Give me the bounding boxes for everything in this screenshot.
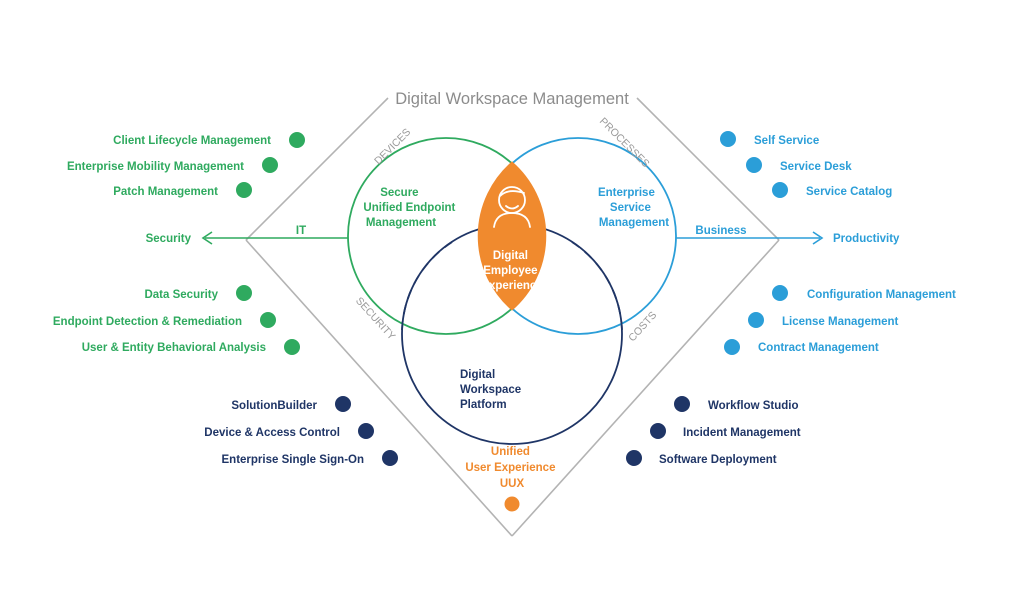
list-item: Data Security <box>144 289 218 301</box>
list-bullet <box>674 396 690 412</box>
uux-label-line: Unified <box>491 446 530 458</box>
productivity-label: Productivity <box>833 233 900 245</box>
list-bullet <box>236 182 252 198</box>
list-item: Service Catalog <box>806 186 892 198</box>
list-bullet <box>724 339 740 355</box>
it-axis-arrowhead <box>201 231 213 245</box>
list-bullet <box>236 285 252 301</box>
list-bullet <box>260 312 276 328</box>
list-bullet <box>720 131 736 147</box>
service-management-label: Enterprise Service Management <box>598 187 669 229</box>
diamond-edge-bottom-left <box>245 239 513 537</box>
center-label-line: Employee <box>483 265 537 277</box>
list-bottom-left: SolutionBuilder Device & Access Control … <box>204 396 398 466</box>
endpoint-label-line: Secure <box>380 187 418 199</box>
list-bullet <box>284 339 300 355</box>
service-label-line: Service <box>610 202 651 214</box>
list-bullet <box>772 285 788 301</box>
user-hair <box>499 190 525 197</box>
list-item: Contract Management <box>758 342 879 354</box>
list-top-left: Client Lifecycle Management Enterprise M… <box>67 132 305 198</box>
service-label-line: Management <box>599 217 669 229</box>
user-smile <box>505 205 519 210</box>
uux-label: Unified User Experience UUX <box>465 446 558 490</box>
list-item: Incident Management <box>683 427 801 439</box>
it-axis: IT Security <box>146 225 348 245</box>
uux-label-line: User Experience <box>465 462 555 474</box>
list-mid-right: Configuration Management License Managem… <box>724 285 956 355</box>
list-bullet <box>289 132 305 148</box>
list-item: Service Desk <box>780 161 852 173</box>
diagram-title: Digital Workspace Management <box>395 90 629 108</box>
list-item: User & Entity Behavioral Analysis <box>82 342 266 354</box>
list-item: Client Lifecycle Management <box>113 135 271 147</box>
platform-label-line: Digital <box>460 369 495 381</box>
list-item: Workflow Studio <box>708 400 799 412</box>
list-item: License Management <box>782 316 898 328</box>
list-bullet <box>382 450 398 466</box>
uux-label-line: UUX <box>500 478 525 490</box>
list-bullet <box>650 423 666 439</box>
list-item: Self Service <box>754 135 819 147</box>
list-bullet <box>262 157 278 173</box>
diamond-edge-top-right <box>636 97 780 241</box>
center-label: Digital Employee Experience <box>481 250 542 292</box>
list-bullet <box>358 423 374 439</box>
dashed-overlap-arcs <box>401 241 623 331</box>
list-item: Software Deployment <box>659 454 777 466</box>
list-item: Enterprise Single Sign-On <box>222 454 365 466</box>
security-label: Security <box>146 233 192 245</box>
endpoint-management-label: Secure Unified Endpoint Management <box>363 187 458 229</box>
list-bullet <box>772 182 788 198</box>
endpoint-label-line: Management <box>366 217 436 229</box>
list-top-right: Self Service Service Desk Service Catalo… <box>720 131 892 198</box>
business-label: Business <box>695 225 746 237</box>
list-item: Enterprise Mobility Management <box>67 161 244 173</box>
center-label-line: Experience <box>481 280 542 292</box>
diamond-frame <box>245 97 780 537</box>
list-bottom-right: Workflow Studio Incident Management Soft… <box>626 396 801 466</box>
platform-label-line: Workspace <box>460 384 521 396</box>
list-item: SolutionBuilder <box>231 400 317 412</box>
list-item: Patch Management <box>113 186 218 198</box>
platform-label-line: Platform <box>460 399 507 411</box>
employee-experience-lens <box>477 161 547 311</box>
uux-dot <box>504 496 520 512</box>
list-item: Configuration Management <box>807 289 956 301</box>
list-bullet <box>746 157 762 173</box>
diamond-edge-bottom-right <box>511 239 780 537</box>
platform-label: Digital Workspace Platform <box>460 369 524 411</box>
business-axis-arrowhead <box>812 231 824 245</box>
it-label: IT <box>296 225 306 237</box>
user-icon <box>493 186 531 228</box>
business-axis: Business Productivity <box>676 225 900 245</box>
costs-label: COSTS <box>626 309 659 344</box>
diamond-edge-top-left <box>245 97 389 241</box>
dashed-arc-right <box>571 241 623 331</box>
list-bullet <box>626 450 642 466</box>
dashed-arc-left <box>401 241 453 331</box>
user-shoulders <box>493 212 531 228</box>
service-label-line: Enterprise <box>598 187 655 199</box>
security-edge-label: SECURITY <box>353 295 397 342</box>
list-mid-left: Data Security Endpoint Detection & Remed… <box>53 285 300 355</box>
endpoint-label-line: Unified Endpoint <box>363 202 455 214</box>
list-bullet <box>335 396 351 412</box>
list-item: Endpoint Detection & Remediation <box>53 316 242 328</box>
list-bullet <box>748 312 764 328</box>
center-label-line: Digital <box>493 250 528 262</box>
list-item: Device & Access Control <box>204 427 340 439</box>
